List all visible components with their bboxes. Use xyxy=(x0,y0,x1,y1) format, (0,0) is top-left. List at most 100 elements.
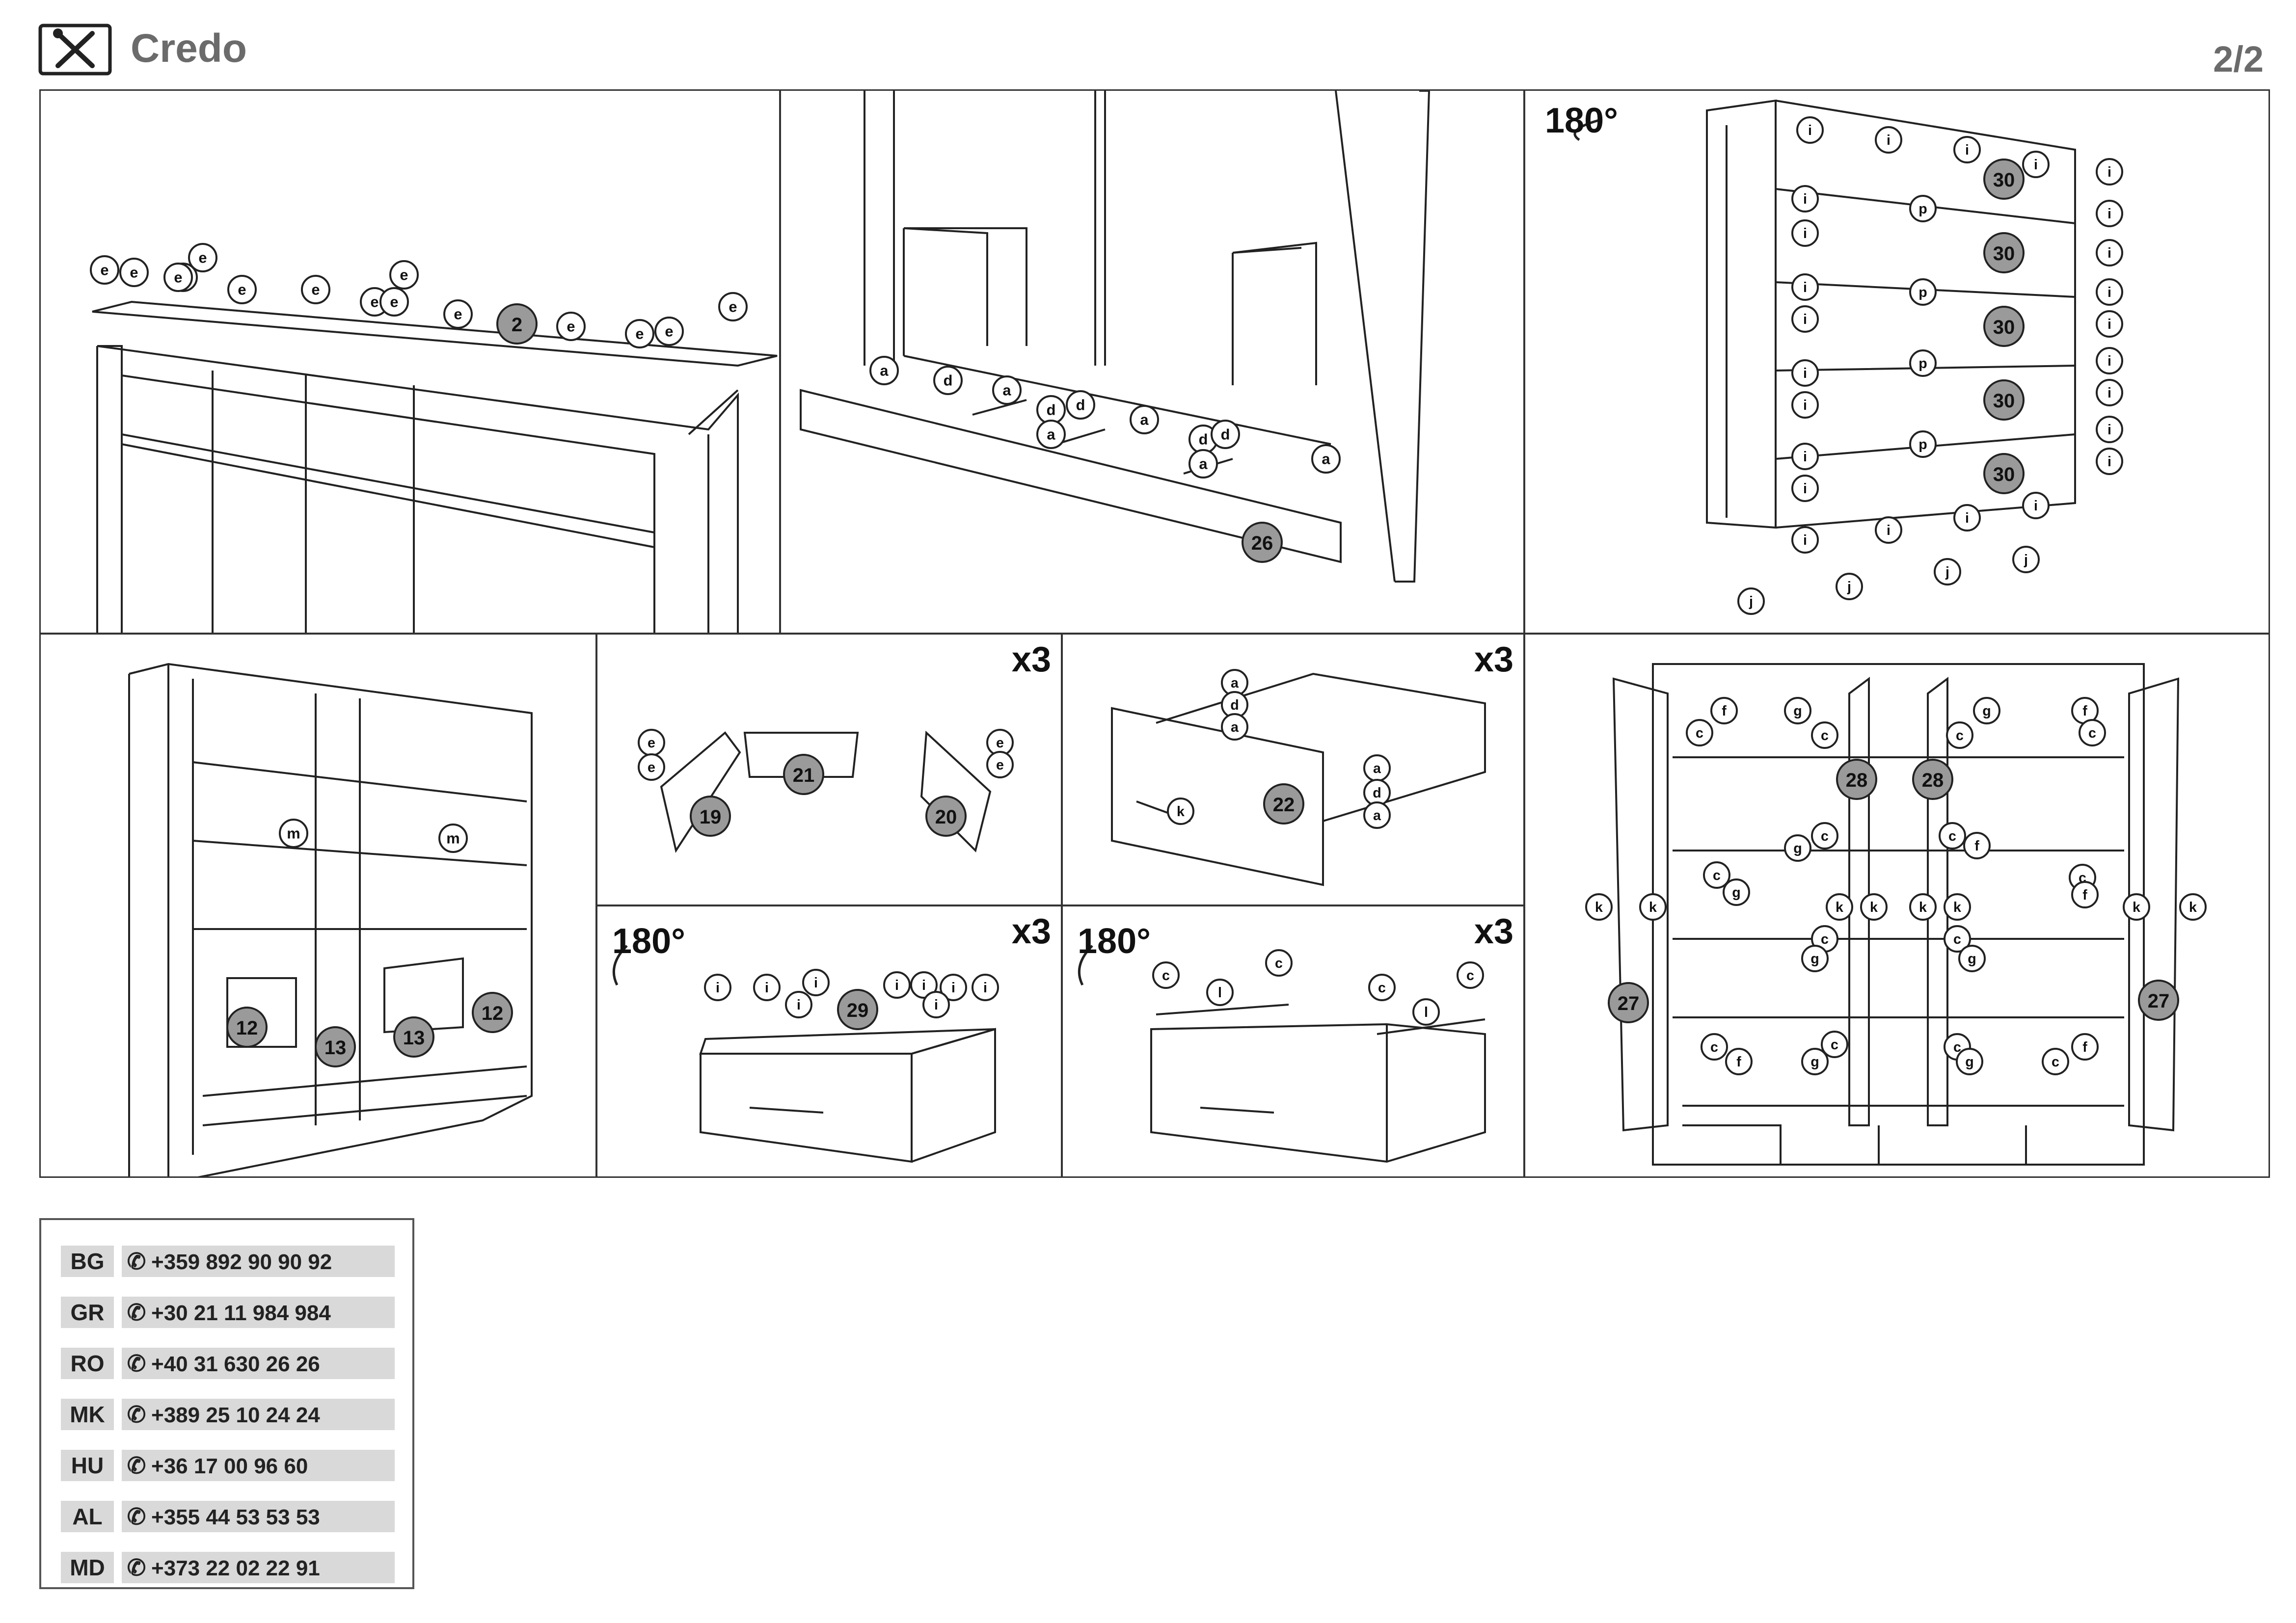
phone-icon: ✆ xyxy=(127,1555,146,1580)
hardware-label: i xyxy=(2096,416,2123,443)
svg-text:i: i xyxy=(1803,280,1807,295)
svg-text:i: i xyxy=(1803,449,1807,465)
svg-text:i: i xyxy=(2107,353,2111,369)
svg-text:21: 21 xyxy=(793,765,815,786)
svg-text:g: g xyxy=(1732,885,1740,901)
country-code: MK xyxy=(61,1399,114,1430)
country-code: RO xyxy=(61,1348,114,1379)
hardware-label: i xyxy=(1791,273,1819,301)
hardware-label: g xyxy=(1723,878,1750,906)
hardware-label: p xyxy=(1909,349,1937,377)
svg-text:c: c xyxy=(1713,868,1721,883)
svg-text:i: i xyxy=(1803,532,1807,548)
hardware-label: i xyxy=(1791,391,1819,419)
svg-text:j: j xyxy=(1847,579,1851,595)
hardware-label: f xyxy=(1725,1048,1753,1075)
hardware-label: m xyxy=(279,819,308,848)
hardware-label: e xyxy=(443,299,473,329)
hardware-label: k xyxy=(1639,893,1667,921)
svg-text:e: e xyxy=(238,281,246,298)
hardware-label: g xyxy=(1801,1048,1829,1075)
part-number-badge: 27 xyxy=(1608,982,1649,1023)
part-number-badge: 30 xyxy=(1983,306,2025,347)
part-number-badge: 13 xyxy=(393,1016,434,1058)
svg-text:d: d xyxy=(1373,785,1381,801)
support-contacts: BG ✆+359 892 90 90 92 GR ✆+30 21 11 984 … xyxy=(39,1218,414,1589)
svg-text:a: a xyxy=(1322,451,1330,468)
svg-text:e: e xyxy=(130,264,138,281)
svg-text:i: i xyxy=(983,980,987,996)
svg-text:e: e xyxy=(996,735,1004,751)
svg-text:k: k xyxy=(2189,900,2197,915)
svg-text:a: a xyxy=(1373,761,1381,776)
svg-text:m: m xyxy=(287,825,300,842)
hardware-label: i xyxy=(922,991,950,1018)
svg-text:a: a xyxy=(1231,675,1239,691)
hardware-label: g xyxy=(1801,945,1829,972)
svg-text:30: 30 xyxy=(1993,169,2015,191)
svg-text:12: 12 xyxy=(482,1003,504,1024)
hardware-label: i xyxy=(2096,278,2123,306)
svg-text:l: l xyxy=(1218,985,1222,1001)
svg-text:i: i xyxy=(934,997,938,1013)
svg-text:g: g xyxy=(1982,703,1991,719)
hardware-label: c xyxy=(1265,949,1293,977)
svg-text:27: 27 xyxy=(2148,990,2170,1012)
svg-text:28: 28 xyxy=(1922,770,1944,791)
hardware-label: i xyxy=(1875,516,1902,544)
svg-text:c: c xyxy=(1466,968,1474,984)
hardware-label: l xyxy=(1412,998,1440,1026)
svg-text:e: e xyxy=(635,325,644,343)
hardware-label: k xyxy=(1826,893,1853,921)
hardware-label: k xyxy=(1944,893,1971,921)
svg-text:j: j xyxy=(1945,564,1949,580)
svg-text:i: i xyxy=(1803,191,1807,207)
hardware-label: m xyxy=(438,824,468,853)
svg-text:i: i xyxy=(2107,206,2111,222)
hardware-label: e xyxy=(379,287,409,317)
svg-text:a: a xyxy=(1047,426,1055,443)
hardware-label: j xyxy=(1836,573,1863,600)
svg-text:30: 30 xyxy=(1993,243,2015,265)
svg-text:29: 29 xyxy=(847,1000,869,1021)
hardware-label: c xyxy=(2079,719,2106,746)
part-number-badge: 21 xyxy=(783,754,824,795)
hardware-label: i xyxy=(1791,305,1819,333)
svg-text:d: d xyxy=(944,372,953,389)
hardware-label: i xyxy=(1791,526,1819,554)
svg-text:e: e xyxy=(996,757,1004,773)
hardware-label: i xyxy=(2096,448,2123,475)
svg-text:c: c xyxy=(1953,931,1961,947)
svg-text:d: d xyxy=(1076,397,1085,414)
hardware-label: g xyxy=(1956,1048,1983,1075)
part-number-badge: 30 xyxy=(1983,232,2025,273)
svg-text:27: 27 xyxy=(1618,993,1640,1014)
svg-text:m: m xyxy=(446,830,459,847)
svg-text:i: i xyxy=(2107,245,2111,261)
svg-text:p: p xyxy=(1918,201,1927,217)
hardware-label: i xyxy=(1875,126,1902,154)
hardware-label: a xyxy=(1363,801,1391,829)
svg-text:a: a xyxy=(1140,411,1149,428)
country-code: BG xyxy=(61,1246,114,1277)
svg-text:i: i xyxy=(2107,317,2111,332)
hardware-label: e xyxy=(718,292,748,321)
tools-icon xyxy=(38,24,112,76)
hardware-label: i xyxy=(1791,359,1819,387)
svg-text:c: c xyxy=(1821,931,1829,947)
svg-text:k: k xyxy=(1177,804,1185,820)
hardware-label: e xyxy=(638,753,665,781)
svg-text:c: c xyxy=(1275,956,1283,971)
svg-text:c: c xyxy=(2088,725,2096,741)
svg-text:g: g xyxy=(1810,1054,1819,1070)
svg-text:k: k xyxy=(1649,900,1657,915)
phone-number: ✆+389 25 10 24 24 xyxy=(122,1399,395,1430)
